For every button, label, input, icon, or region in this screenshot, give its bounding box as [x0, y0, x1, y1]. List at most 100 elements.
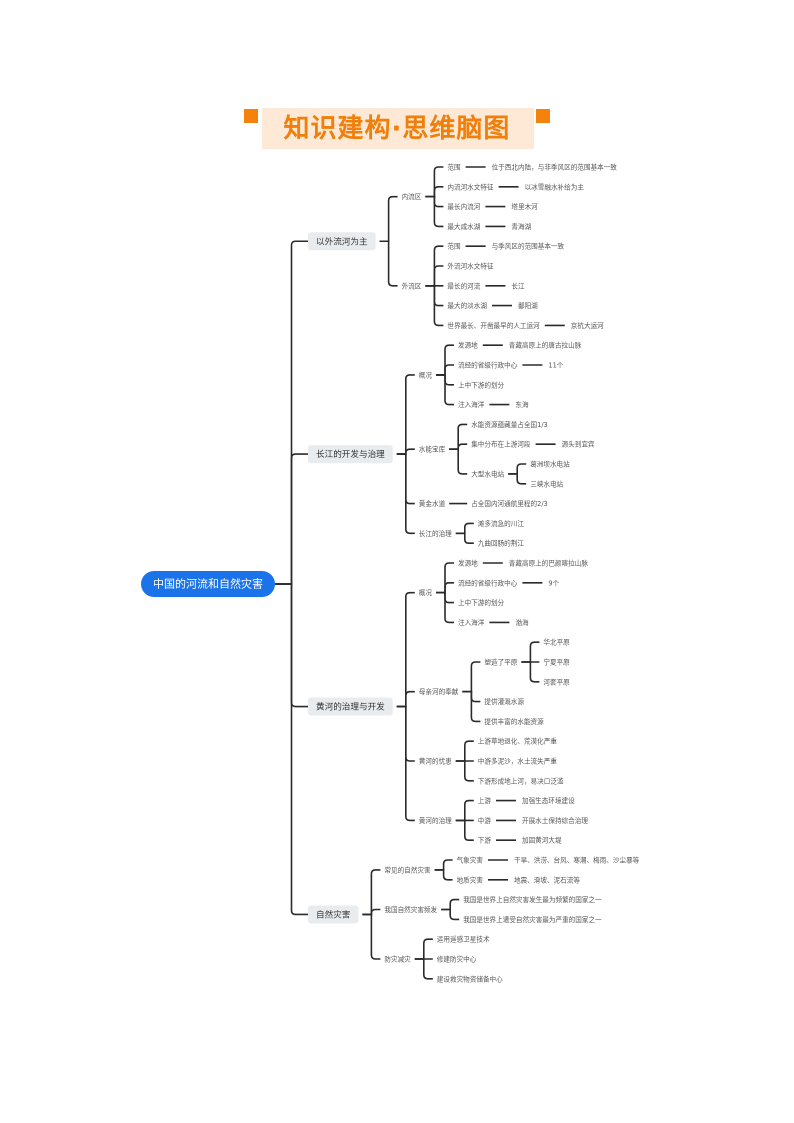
node-label: 母亲河的奉献	[419, 687, 459, 696]
connector-line	[441, 908, 460, 921]
node-label: 建设救灾物资储备中心	[437, 974, 503, 983]
node-label: 内流区	[402, 192, 422, 201]
connector-line	[396, 690, 415, 708]
node-label: 注入海洋	[458, 618, 485, 627]
node-value: 9个	[548, 579, 559, 587]
connector-line	[379, 195, 398, 243]
connector-line	[434, 869, 453, 881]
node-label: 发源地	[458, 341, 478, 350]
title-left-square-icon	[244, 109, 258, 123]
node-label: 占全国内河通航里程的2/3	[471, 499, 548, 508]
node-label: 上中下游的划分	[458, 598, 505, 607]
node-value: 东海	[515, 400, 529, 409]
connector-line	[396, 374, 415, 455]
connector-line	[362, 913, 381, 960]
node-value: 与季风区的范围基本一致	[492, 242, 565, 251]
branch-label: 以外流河为主	[316, 235, 368, 247]
node-label: 中游多泥沙，水土流失严重	[478, 757, 558, 766]
connector-line	[436, 562, 454, 594]
node-label: 世界最长、开凿最早的人工运河	[447, 321, 540, 330]
node-label: 塑造了平原	[484, 658, 517, 667]
node-label: 运用遥感卫星技术	[437, 935, 490, 944]
node-label: 长江的治理	[419, 529, 452, 538]
node-value: 11个	[548, 362, 563, 370]
connector-line	[414, 938, 433, 960]
node-label: 我国是世界上自然灾害发生最为频繁的国家之一	[463, 895, 602, 904]
node-label: 地质灾害	[457, 875, 484, 884]
node-value: 以冰雪融水补给为主	[525, 182, 585, 191]
node-value: 鄱阳湖	[518, 301, 538, 310]
node-label: 我国是世界上遭受自然灾害最为严重的国家之一	[463, 915, 602, 924]
node-label: 我国自然灾害频发	[384, 905, 437, 914]
connector-line	[362, 908, 381, 916]
branch-node[interactable]	[308, 232, 376, 251]
node-label: 最大的淡水湖	[447, 301, 487, 310]
node-label: 概况	[419, 588, 433, 597]
connector-line	[396, 453, 415, 535]
page-title: 知识建构·思维脑图	[283, 114, 511, 144]
branch-node[interactable]	[308, 905, 359, 924]
node-value: 加固黄河大堤	[522, 836, 562, 845]
connector-line	[455, 532, 474, 544]
node-value: 青藏高原上的巴颜喀拉山脉	[509, 559, 589, 568]
node-value: 地震、滑坡、泥石流等	[514, 875, 580, 884]
connector-line	[362, 869, 381, 916]
connector-line	[414, 958, 433, 980]
node-label: 黄河的治理	[419, 816, 452, 825]
connector-line	[425, 195, 444, 228]
branch-node[interactable]	[308, 445, 393, 464]
connector-line	[425, 166, 444, 198]
connector-line	[449, 423, 468, 450]
connector-line	[275, 583, 308, 916]
root-node[interactable]	[141, 571, 275, 597]
node-label: 宁夏平原	[543, 658, 570, 667]
connector-line	[396, 448, 415, 455]
branch-node[interactable]	[308, 697, 393, 716]
connector-line	[436, 374, 454, 406]
node-value: 长江	[511, 281, 525, 290]
node-label: 九曲回肠的荆江	[478, 539, 525, 548]
node-label: 黄河的忧患	[419, 757, 452, 766]
branch-label: 长江的开发与治理	[316, 448, 385, 460]
connector-line	[275, 453, 308, 585]
node-label: 上游草地退化、荒漠化严重	[478, 737, 558, 746]
root-label: 中国的河流和自然灾害	[153, 577, 263, 591]
node-label: 外流区	[402, 281, 422, 290]
node-label: 最大咸水湖	[447, 222, 480, 231]
node-value: 源头到宜宾	[562, 440, 595, 449]
node-label: 上游	[478, 796, 492, 805]
connector-line	[436, 344, 454, 376]
node-label: 修建防灾中心	[437, 955, 477, 964]
node-label: 下游形成地上河，易决口泛滥	[478, 776, 564, 785]
connector-line	[396, 705, 415, 822]
node-label: 水能宝库	[419, 445, 446, 454]
node-label: 下游	[478, 836, 492, 845]
node-label: 范围	[447, 163, 461, 172]
connector-line	[449, 443, 468, 450]
title-banner: 知识建构·思维脑图	[244, 104, 550, 149]
title-background	[262, 108, 534, 149]
node-label: 常见的自然灾害	[384, 865, 431, 874]
node-label: 概况	[419, 370, 433, 379]
branch-label: 自然灾害	[316, 908, 351, 920]
connector-line	[455, 760, 474, 782]
node-value: 青海湖	[511, 222, 531, 231]
title-right-square-icon	[536, 109, 550, 123]
node-label: 提供丰富的水能资源	[484, 717, 544, 726]
node-label: 范围	[447, 242, 461, 251]
node-label: 黄金水道	[419, 499, 446, 508]
node-label: 葛洲坝水电站	[530, 460, 570, 469]
node-value: 开展水土保持综合治理	[522, 816, 588, 825]
node-label: 滩多流急的川江	[478, 519, 525, 528]
node-label: 上中下游的划分	[458, 380, 505, 389]
node-label: 防灾减灾	[384, 955, 411, 964]
node-value: 京杭大运河	[571, 321, 604, 330]
node-value: 塔里木河	[511, 202, 538, 211]
connector-line	[379, 240, 398, 287]
node-label: 华北平原	[543, 638, 570, 647]
connector-line	[275, 240, 308, 585]
connector-line	[455, 799, 474, 822]
connector-line	[455, 740, 474, 762]
node-label: 最长内流河	[447, 202, 480, 211]
node-label: 流经的省级行政中心	[458, 361, 518, 370]
